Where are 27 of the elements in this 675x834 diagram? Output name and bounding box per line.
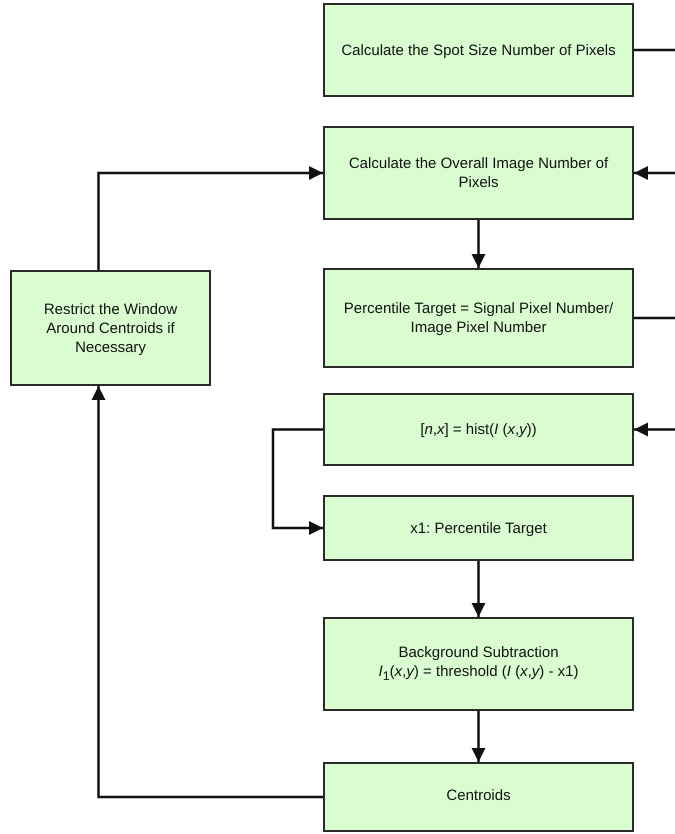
box-text: I$_{1}$(x,y) = threshold (I (x,y) - x1) bbox=[378, 662, 578, 684]
process-box bbox=[323, 617, 634, 711]
box-text: Percentile Target = Signal Pixel Number/ Image Pixel Number bbox=[342, 299, 614, 337]
arrow bbox=[472, 220, 486, 268]
process-box bbox=[10, 270, 211, 386]
process-box bbox=[323, 495, 634, 561]
arrow bbox=[634, 166, 675, 180]
connector-line bbox=[634, 48, 675, 52]
arrow bbox=[92, 386, 323, 798]
box-text: Restrict the Window Around Centroids if Necessary bbox=[42, 300, 178, 356]
box-text: Calculate the Overall Image Number of Pixels bbox=[348, 154, 610, 192]
box-text: Centroids bbox=[446, 786, 511, 805]
box-text: x1: Percentile Target bbox=[410, 518, 547, 538]
connector-line bbox=[634, 316, 675, 320]
process-box bbox=[323, 126, 634, 220]
arrow bbox=[272, 428, 323, 535]
process-box bbox=[323, 762, 634, 832]
process-box bbox=[323, 3, 634, 97]
box-text: Calculate the Spot Size Number of Pixels bbox=[341, 40, 616, 60]
box-text: Background Subtraction bbox=[398, 642, 559, 662]
arrow bbox=[97, 166, 323, 270]
box-text: [n,x] = hist(I (x,y)) bbox=[420, 420, 537, 439]
arrow bbox=[472, 711, 486, 762]
arrow bbox=[472, 561, 486, 617]
arrow bbox=[634, 422, 675, 436]
process-box bbox=[323, 393, 634, 466]
process-box bbox=[323, 268, 634, 368]
